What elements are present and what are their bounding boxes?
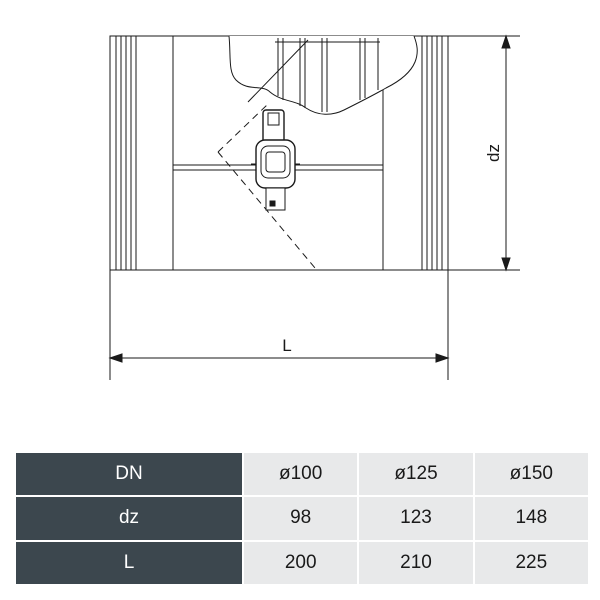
dz-label: dz [484,144,503,162]
table-cell: 225 [474,541,588,584]
table-row-l: L 200 210 225 [16,541,588,584]
table-cell: ø100 [244,453,358,496]
table-cell: 148 [474,497,588,540]
table-cell: 200 [244,541,358,584]
damper-technical-drawing: dz L [108,34,520,380]
dimensions-table: DN ø100 ø125 ø150 dz 98 123 148 L 200 21… [14,451,590,586]
length-dimension [108,270,450,380]
dz-dimension [448,34,520,272]
handle-lever [251,109,300,211]
table-cell: 98 [244,497,358,540]
right-sealing-rings [421,36,443,270]
table-row-dz: dz 98 123 148 [16,497,588,540]
table-cell: ø125 [359,453,473,496]
table-cell: 210 [359,541,473,584]
row-header-dz: dz [16,497,242,540]
table-cell: 123 [359,497,473,540]
row-header-l: L [16,541,242,584]
cutaway-view [228,35,418,115]
table-row-dn: DN ø100 ø125 ø150 [16,453,588,496]
table-cell: ø150 [474,453,588,496]
left-sealing-rings [115,36,137,270]
row-header-dn: DN [16,453,242,496]
length-label: L [282,336,291,355]
